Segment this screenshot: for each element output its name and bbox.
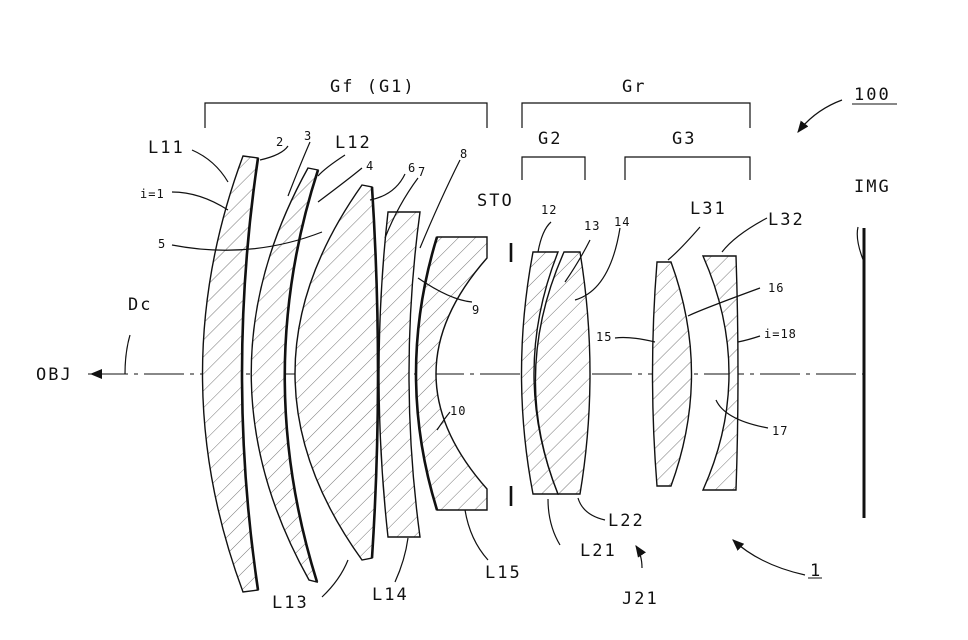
surface-1-label: i=1 (140, 187, 165, 201)
surface-15-label: 15 (596, 330, 612, 344)
lens-L14 (378, 211, 421, 538)
bracket-gf (204, 102, 488, 128)
group-g2-label: G2 (538, 129, 562, 149)
surface-9-label: 9 (472, 303, 480, 317)
lens-L14-label: L14 (372, 585, 409, 605)
group-gf-label: Gf (G1) (330, 77, 416, 97)
lens-L11-label: L11 (148, 138, 185, 158)
group-g3-label: G3 (672, 129, 696, 149)
surface-4-label: 4 (366, 159, 374, 173)
arrow-to-j21 (635, 545, 646, 569)
L11-rear-face (240, 157, 260, 591)
lens-L32-label: L32 (768, 210, 805, 230)
surface-3-label: 3 (304, 129, 312, 143)
img-label: IMG (854, 177, 891, 197)
lens-L32 (701, 255, 739, 491)
lens-L12-label: L12 (335, 133, 372, 153)
surface-14-label: 14 (614, 215, 630, 229)
bracket-g2 (521, 156, 586, 180)
arrow-to-100 (797, 99, 843, 133)
surface-2-label: 2 (276, 135, 284, 149)
surface-18-label: i=18 (764, 327, 797, 341)
L13-rear-face (370, 186, 380, 559)
sto-label: STO (477, 191, 514, 211)
lens-L22-label: L22 (608, 511, 645, 531)
surface-16-label: 16 (768, 281, 784, 295)
bracket-g3 (624, 156, 751, 180)
surface-13-label: 13 (584, 219, 600, 233)
leader-lines (124, 141, 865, 598)
L12-rear-face (283, 169, 320, 583)
obj-arrow-icon (90, 369, 102, 379)
lens-L15-label: L15 (485, 563, 522, 583)
surface-8-label: 8 (460, 147, 468, 161)
lens-L31-label: L31 (690, 199, 727, 219)
ref-1-label: 1 (810, 561, 822, 581)
lens-L31 (651, 261, 693, 487)
surface-12-label: 12 (541, 203, 557, 217)
surface-10-label: 10 (450, 404, 466, 418)
lens-L13 (294, 184, 379, 561)
lens-L21-label: L21 (580, 541, 617, 561)
dc-label: Dc (128, 295, 152, 315)
lens-L13-label: L13 (272, 593, 309, 613)
group-gr-label: Gr (622, 77, 646, 97)
ref-100-label: 100 (854, 85, 891, 105)
L15-rear-face (414, 236, 439, 511)
surface-6-label: 6 (408, 161, 416, 175)
arrow-to-1 (732, 539, 806, 576)
j21-label: J21 (622, 589, 659, 609)
lens-L22 (534, 251, 591, 495)
surface-5-label: 5 (158, 237, 166, 251)
obj-label: OBJ (36, 365, 73, 385)
surface-17-label: 17 (772, 424, 788, 438)
surface-7-label: 7 (418, 165, 426, 179)
bracket-gr (521, 102, 751, 128)
